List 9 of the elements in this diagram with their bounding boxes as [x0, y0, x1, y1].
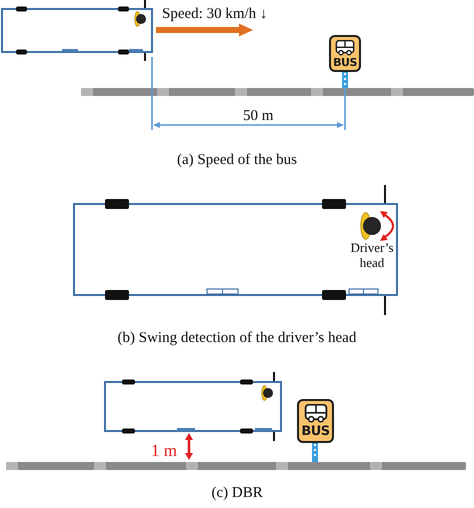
part-label: Driver’s head: [349, 241, 395, 271]
panel-caption: (a) Speed of the bus: [177, 152, 297, 170]
speed-label: Speed: 30 km/h ↓: [162, 6, 268, 24]
sign-text: BUS: [333, 56, 357, 68]
panel-caption: (c) DBR: [212, 485, 263, 502]
dimension-label: 1 m: [151, 441, 177, 461]
sign-text: BUS: [301, 424, 330, 438]
dimension-label: 50 m: [243, 108, 274, 126]
panel-caption: (b) Swing detection of the driver’s head: [118, 330, 356, 348]
